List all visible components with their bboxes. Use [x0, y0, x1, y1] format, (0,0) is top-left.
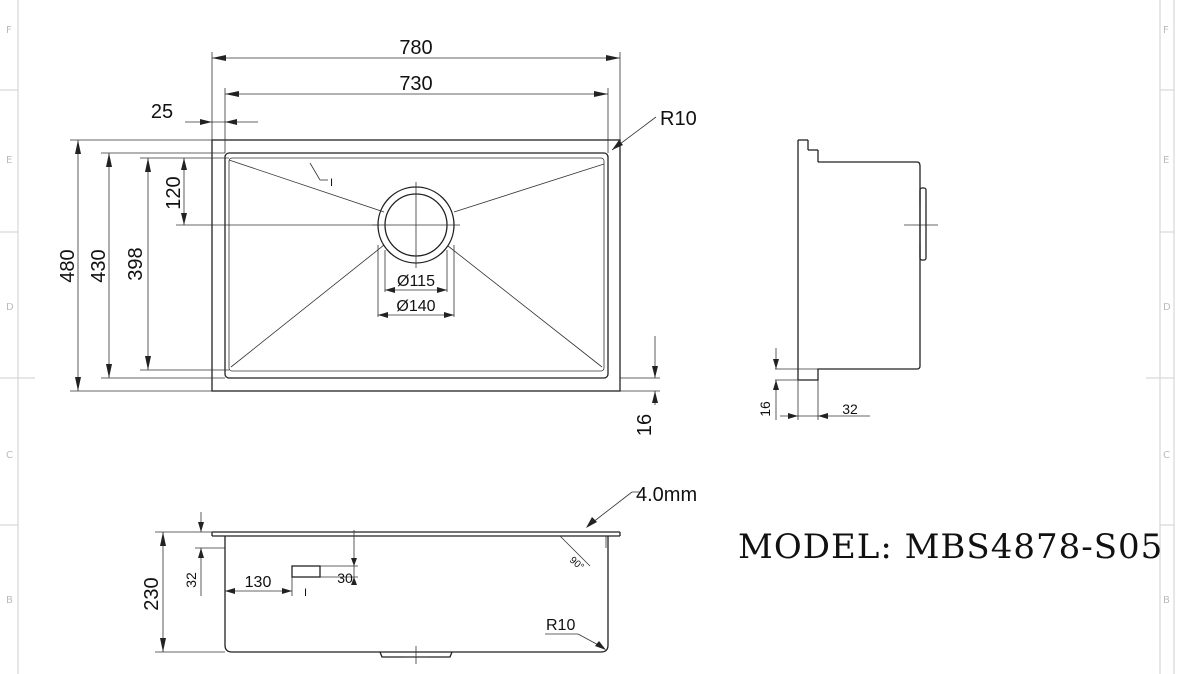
zone-label-e: E [1163, 155, 1169, 166]
side-view: 16 32 [757, 139, 938, 420]
dimension-430: 430 [88, 249, 110, 282]
thickness-label: 4.0mm [636, 484, 697, 506]
sink-flange-outline [211, 139, 621, 392]
dimension-25: 25 [151, 101, 173, 123]
radius-r10-label: R10 [660, 108, 697, 130]
zone-label-b: B [6, 595, 13, 606]
dimension-120: 120 [163, 176, 185, 209]
sink-bowl-inner-outline [228, 157, 605, 372]
marker-label: I [330, 177, 333, 189]
front-radius-label: R10 [546, 617, 575, 634]
front-dimension-30: 30 [337, 570, 353, 586]
drain-outer-diameter: Ø140 [396, 298, 435, 315]
overflow-outline [291, 565, 321, 578]
zone-label-f: F [6, 25, 12, 36]
dimension-730: 730 [399, 73, 432, 95]
side-dimension-32: 32 [842, 401, 858, 417]
drain-inner-diameter: Ø115 [397, 273, 435, 290]
zone-label-d: D [1163, 302, 1171, 313]
dimension-16: 16 [634, 414, 656, 436]
model-title: MODEL: MBS4878-S05 [738, 527, 1163, 567]
zone-label-d: D [6, 302, 14, 313]
front-dimension-130: 130 [245, 574, 272, 591]
zone-label-e: E [6, 155, 12, 166]
angle-label: 90° [567, 555, 586, 573]
dimension-780: 780 [399, 37, 432, 59]
dimension-398: 398 [125, 247, 147, 280]
zone-label-f: F [1163, 25, 1169, 36]
front-marker-label: I [304, 587, 307, 599]
zone-label-b: B [1163, 595, 1170, 606]
sink-bowl-outline [224, 152, 609, 379]
zone-label-c: C [6, 450, 13, 461]
dimension-480: 480 [57, 249, 79, 282]
front-view: I 4.0mm 90° R10 230 32 130 [141, 484, 697, 664]
side-drain-outlet [919, 187, 927, 261]
side-dimension-16: 16 [757, 401, 773, 417]
top-view: I 780 730 25 R10 480 [57, 37, 697, 436]
zone-labels-left: F E D C B [6, 25, 14, 606]
zone-labels-right: F E D C B [1163, 25, 1171, 606]
front-dimension-230: 230 [141, 577, 163, 610]
zone-label-c: C [1163, 450, 1170, 461]
front-dimension-32: 32 [183, 572, 199, 588]
